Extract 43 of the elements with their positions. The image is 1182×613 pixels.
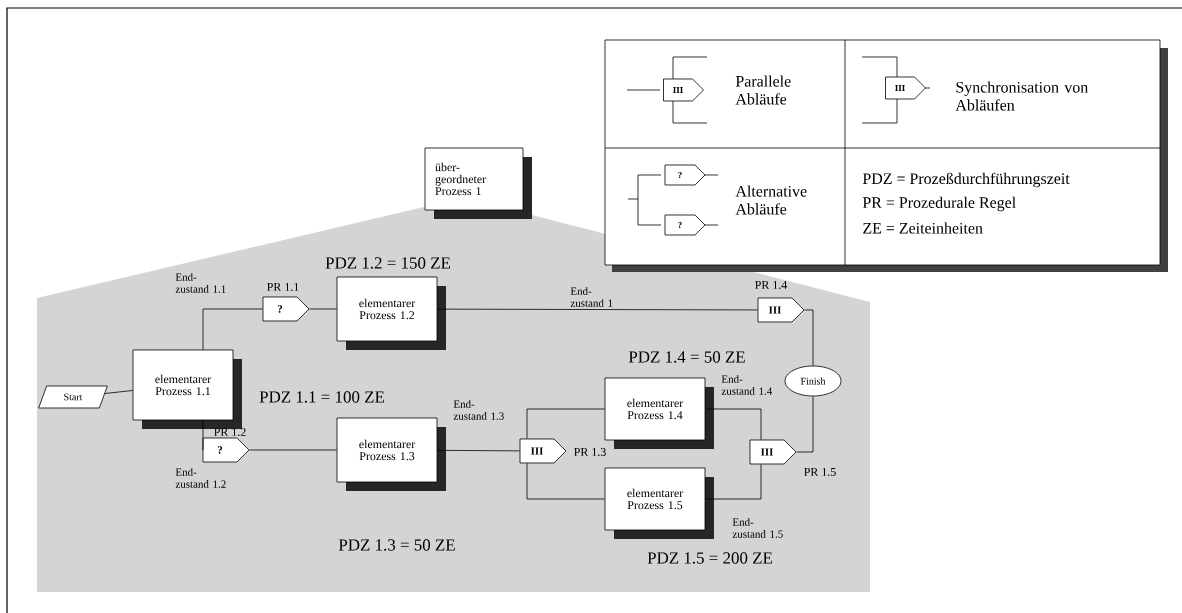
duration-label: PDZ 1.4 = 50 ZE — [628, 351, 745, 363]
connector-line — [796, 396, 814, 453]
rule-label: PR 1.4 — [755, 280, 788, 290]
process-box: elementarer Prozess 1.1 — [132, 349, 242, 429]
process-box: elementarer Prozess 1.3 — [336, 417, 446, 491]
rule-label: PR 1.2 — [214, 427, 246, 437]
legend-text: Synchronisation von Abläufen — [955, 81, 1088, 111]
connector-line — [249, 449, 337, 451]
rule-label: PR 1.3 — [574, 447, 606, 457]
duration-label: PDZ 1.3 = 50 ZE — [338, 539, 455, 551]
duration-label: PDZ 1.1 = 100 ZE — [259, 391, 385, 403]
connector-line — [437, 449, 520, 452]
connector-line — [202, 420, 204, 451]
definition-text: PR = Prozedurale Regel — [862, 196, 1016, 212]
process-box: elementarer Prozess 1.2 — [336, 276, 446, 350]
connector-line — [526, 463, 605, 500]
edge-label: End- zustand 1 — [570, 287, 613, 307]
definition-text: ZE = Zeiteinheiten — [863, 222, 983, 234]
edge-label: End- zustand 1.1 — [175, 273, 226, 293]
connector-line — [705, 408, 762, 440]
connector-line — [104, 390, 133, 394]
label: ? — [678, 171, 682, 179]
connector-line — [804, 309, 814, 366]
process-box: über- geordneter Prozess 1 — [424, 147, 532, 219]
edge-label: End- zustand 1.5 — [732, 518, 783, 538]
legend-text: Alternative Abläufe — [735, 185, 807, 215]
duration-label: PDZ 1.2 = 150 ZE — [325, 257, 451, 269]
legend-text: Parallele Abläufe — [735, 75, 791, 105]
edge-label: End- zustand 1.3 — [453, 400, 504, 420]
process-box: elementarer Prozess 1.5 — [604, 467, 714, 539]
rule-label: PR 1.5 — [804, 467, 836, 477]
connector-line — [437, 308, 758, 311]
rule-label: PR 1.1 — [267, 282, 299, 292]
definition-text: PDZ = Prozeßdurchführungszeit — [862, 172, 1070, 188]
connector-line — [526, 408, 605, 439]
duration-label: PDZ 1.5 = 200 ZE — [647, 552, 773, 564]
edge-label: End- zustand 1.2 — [175, 468, 226, 488]
connector-line — [202, 308, 263, 350]
process-box: elementarer Prozess 1.4 — [604, 377, 714, 449]
edge-label: End- zustand 1.4 — [721, 375, 773, 395]
connector-line — [705, 464, 762, 500]
connector-line — [309, 308, 337, 310]
label: ? — [678, 221, 682, 229]
